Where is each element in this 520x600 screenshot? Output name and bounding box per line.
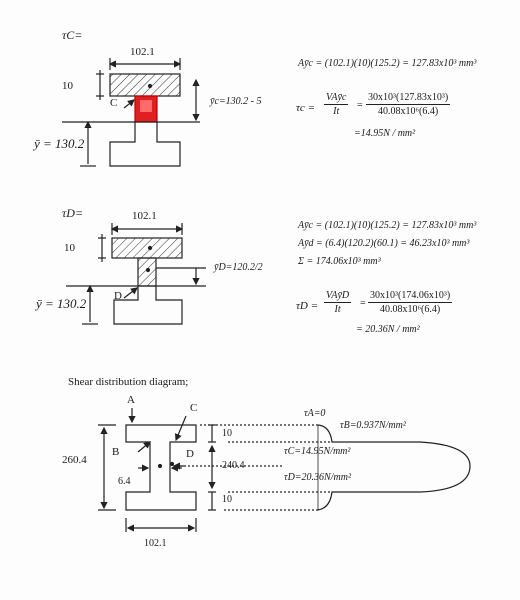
section3-label-c: C xyxy=(190,402,198,414)
section3-top-flange: 10 xyxy=(222,428,232,439)
section1-cross-section xyxy=(62,58,200,167)
section3-label-b: B xyxy=(112,446,120,458)
section3-heading: Shear distribution diagram; xyxy=(68,376,189,388)
section1-flange-label: 10 xyxy=(62,80,73,92)
section1-heading: τC= xyxy=(62,28,83,42)
section3-height-label: 260.4 xyxy=(62,454,87,466)
section2-eq2: Aȳd = (6.4)(120.2)(60.1) = 46.23x10³ mm³ xyxy=(298,238,470,249)
section2-ybar-label: ȳ = 130.2 xyxy=(36,296,87,311)
section3-width-label: 102.1 xyxy=(144,538,167,549)
section2-eq3: Σ = 174.06x10³ mm³ xyxy=(298,256,381,267)
section3-tau-d: τD=20.36N/mm² xyxy=(284,472,351,483)
section3-bottom-flange: 10 xyxy=(222,494,232,505)
section3-tau-b: τB=0.937N/mm² xyxy=(340,420,406,431)
section2-flange-label: 10 xyxy=(64,242,75,254)
section1-point-label: C xyxy=(110,97,118,109)
section1-result: =14.95N / mm² xyxy=(354,128,416,139)
section1-frac2: 30x10³(127.83x10³) 40.08x10⁶(6.4) xyxy=(366,92,451,117)
section3-web-label: 6.4 xyxy=(118,476,131,487)
section1-eq1: Aȳc = (102.1)(10)(125.2) = 127.83x10³ mm… xyxy=(298,58,477,69)
section2-frac2: 30x10³(174.06x10³) 40.08x10⁶(6.4) xyxy=(368,290,453,315)
section2-point-label: D xyxy=(114,290,122,302)
section2-frac1: VAȳD It xyxy=(324,290,352,315)
section2-cross-section xyxy=(66,223,206,325)
section3-tau-a: τA=0 xyxy=(304,408,326,419)
section2-yd-label: ȳD=120.2/2 xyxy=(214,262,263,273)
section3-shear-diagram xyxy=(98,408,471,532)
section3-tau-c: τC=14.95N/mm² xyxy=(284,446,351,457)
section2-eq1: Aȳc = (102.1)(10)(125.2) = 127.83x10³ mm… xyxy=(298,220,477,231)
section3-web-height: 240.4 xyxy=(222,460,245,471)
section1-width-label: 102.1 xyxy=(130,46,155,58)
section1-yc-label: ȳc=130.2 - 5 xyxy=(210,96,262,107)
section1-ybar-label: ȳ = 130.2 xyxy=(34,136,85,151)
section2-heading: τD= xyxy=(62,206,84,220)
section2-width-label: 102.1 xyxy=(132,210,157,222)
section2-result: = 20.36N / mm² xyxy=(356,324,420,335)
section3-label-d: D xyxy=(186,448,194,460)
section3-label-a: A xyxy=(127,394,135,406)
section2-tau-lhs: τD = xyxy=(296,300,319,312)
section1-tau-lhs: τc = xyxy=(296,102,315,114)
section1-frac1: VAȳc It xyxy=(324,92,349,117)
